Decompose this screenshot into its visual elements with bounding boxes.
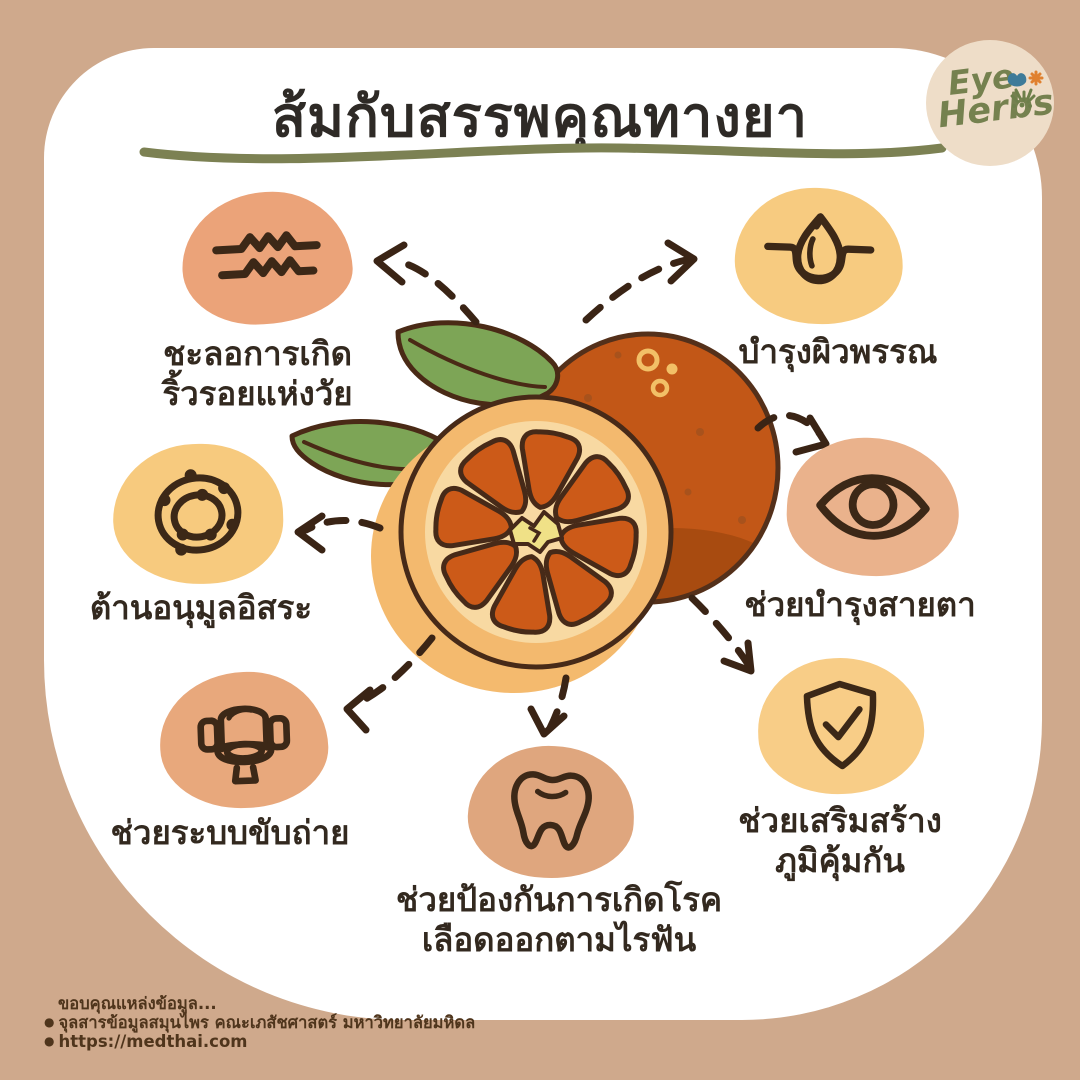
tooth-icon bbox=[511, 771, 592, 851]
footer-source-2[interactable]: ●https://medthai.com bbox=[44, 1032, 475, 1051]
dashed-arrows bbox=[294, 239, 830, 738]
benefit-blob-excretory bbox=[157, 669, 331, 811]
footer-source-link[interactable]: https://medthai.com bbox=[58, 1032, 248, 1052]
page-title: ส้มกับสรรพคุณทางยา bbox=[271, 85, 809, 150]
eye-icon bbox=[816, 474, 930, 540]
benefit-blob-eyesight bbox=[784, 435, 962, 579]
benefit-blob-antioxidant bbox=[110, 441, 286, 587]
footer-source-1: ●จุลสารข้อมูลสมุนไพร คณะเภสัชศาสตร์ มหาว… bbox=[44, 1013, 476, 1033]
benefit-label-anti-aging: ชะลอการเกิด ริ้วรอยแห่งวัย bbox=[162, 334, 353, 414]
eye-herbs-logo: Eye Herbs bbox=[926, 40, 1056, 166]
benefit-blob-skin bbox=[732, 185, 906, 327]
shield-check-icon bbox=[803, 680, 877, 770]
benefit-label-teeth: ช่วยป้องกันการเกิดโรค เลือดออกตามไรฟัน bbox=[395, 880, 723, 960]
logo-flowers-icon bbox=[1007, 70, 1044, 108]
wrinkle-lines-icon bbox=[212, 231, 321, 280]
benefit-blob-immunity bbox=[755, 655, 927, 797]
free-radical-icon bbox=[154, 469, 242, 556]
benefit-label-eyesight: ช่วยบำรุงสายตา bbox=[744, 585, 976, 624]
footer-intro: ขอบคุณแหล่งข้อมูล... bbox=[58, 994, 217, 1013]
toilet-icon bbox=[197, 705, 291, 785]
benefit-blob-anti-aging bbox=[178, 187, 356, 329]
benefit-label-immunity: ช่วยเสริมสร้าง ภูมิคุ้มกัน bbox=[738, 801, 942, 881]
title-underline bbox=[139, 143, 947, 164]
benefit-label-excretory: ช่วยระบบขับถ่าย bbox=[110, 813, 350, 852]
water-drop-skin-icon bbox=[764, 213, 875, 285]
bullet-icon: ● bbox=[44, 1015, 55, 1030]
bullet-icon: ● bbox=[44, 1034, 55, 1049]
benefit-label-antioxidant: ต้านอนุมูลอิสระ bbox=[89, 588, 313, 627]
benefit-blob-teeth bbox=[465, 743, 637, 881]
benefit-label-skin: บำรุงผิวพรรณ bbox=[738, 332, 938, 371]
footer-sources: ขอบคุณแหล่งข้อมูล... ●จุลสารข้อมูลสมุนไพ… bbox=[44, 994, 475, 1051]
orange-slice bbox=[371, 394, 674, 693]
